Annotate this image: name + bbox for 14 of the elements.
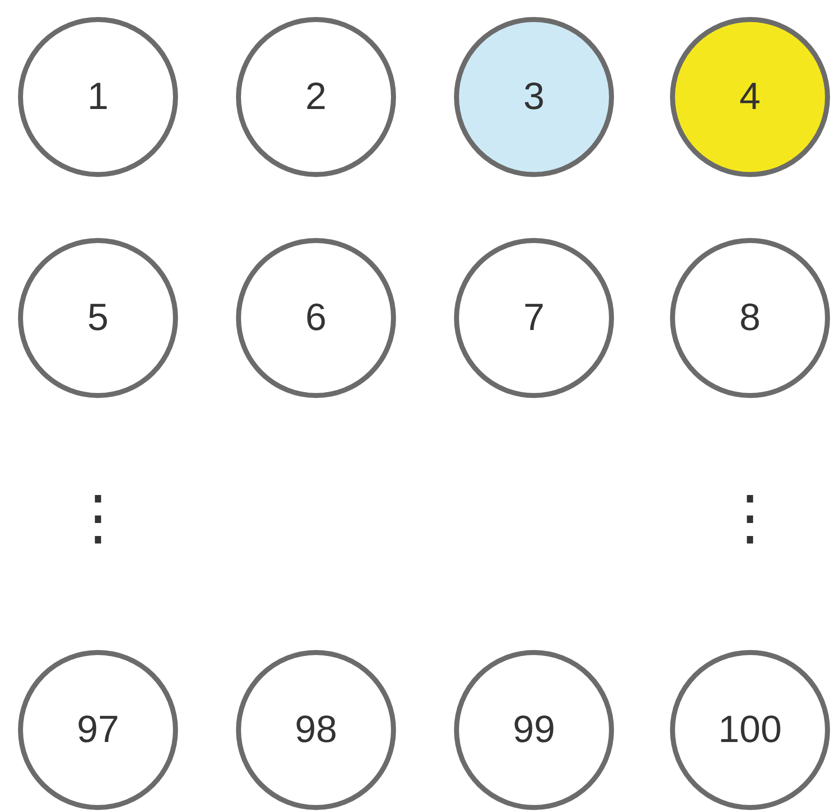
circle-number: 99 xyxy=(512,708,556,752)
circle-number: 1 xyxy=(87,76,109,118)
circle-number: 97 xyxy=(76,708,120,752)
circle-number: 7 xyxy=(523,296,545,340)
circle-number: 5 xyxy=(87,296,109,340)
circle-number: 8 xyxy=(739,296,761,340)
vertical-ellipsis: ⋮ xyxy=(720,488,780,548)
circle-number: 4 xyxy=(739,76,761,118)
circle-number: 6 xyxy=(305,296,327,340)
circle-number: 2 xyxy=(305,76,327,118)
vertical-ellipsis: ⋮ xyxy=(68,488,128,548)
circle-number: 100 xyxy=(718,708,782,752)
circle-number: 3 xyxy=(523,76,545,118)
circle-number: 98 xyxy=(294,708,338,752)
